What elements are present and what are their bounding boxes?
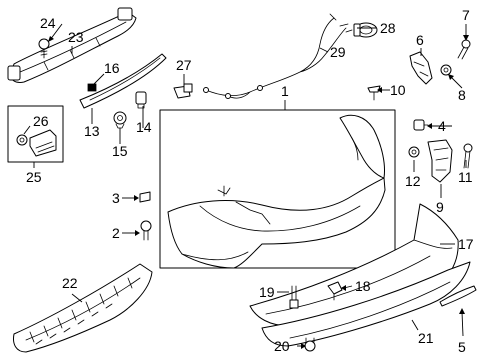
bumper-cover-lower-edge — [181, 251, 249, 261]
callout-26: 26 — [33, 113, 49, 129]
beam-inner-edge — [19, 21, 127, 73]
callout-25: 25 — [26, 169, 42, 185]
clip-4-icon — [413, 119, 429, 131]
screw-7-icon — [457, 39, 471, 60]
push-pin-10-icon — [367, 85, 381, 101]
callout-8: 8 — [458, 87, 466, 103]
leader-lines — [23, 23, 469, 349]
bumper-cover-group — [159, 109, 396, 269]
side-bracket-6 — [409, 51, 433, 85]
bumper-cover-side — [339, 114, 385, 179]
trim-strip-5 — [439, 285, 477, 307]
callout-22: 22 — [62, 275, 78, 291]
bracket-strip-ridge — [89, 57, 161, 101]
nut-8-icon — [440, 64, 452, 76]
callout-23: 23 — [68, 29, 84, 45]
beam-end-cap-right — [117, 7, 133, 21]
callout-12: 12 — [405, 173, 421, 189]
callout-5: 5 — [458, 339, 466, 355]
sensor-marker — [217, 185, 231, 197]
upper-reinforcement-beam — [9, 11, 137, 83]
retainer-14-icon — [135, 91, 147, 109]
callout-18: 18 — [355, 278, 371, 294]
callout-24: 24 — [40, 15, 56, 31]
bumper-cover-groove — [199, 205, 361, 232]
push-clip-15-icon — [113, 111, 127, 129]
callout-1: 1 — [281, 83, 289, 99]
callout-27: 27 — [176, 57, 192, 73]
callout-labels: 1 2 3 4 5 6 7 8 9 10 11 12 13 14 15 16 1… — [26, 7, 474, 355]
callout-10: 10 — [390, 82, 406, 98]
bracket-kit-group — [7, 105, 64, 163]
callout-21: 21 — [418, 330, 434, 346]
nut-12-icon — [408, 146, 420, 158]
clip-18-icon — [327, 281, 343, 301]
bumper-cover — [167, 177, 386, 269]
energy-absorber-22 — [13, 263, 153, 353]
bumper-cover-pocket — [235, 201, 271, 225]
bracket-25 — [29, 129, 57, 157]
callout-29: 29 — [330, 44, 346, 60]
callout-4: 4 — [438, 118, 446, 134]
callout-11: 11 — [458, 169, 473, 185]
callout-2: 2 — [112, 225, 120, 241]
bracket-strip-group — [79, 53, 167, 109]
callout-6: 6 — [416, 32, 424, 48]
callout-15: 15 — [112, 143, 128, 159]
callout-13: 13 — [84, 123, 100, 139]
lower-trim-21 — [261, 261, 471, 347]
parking-sensor-28-icon — [353, 22, 378, 38]
bumper-reference-frame — [159, 109, 396, 269]
beam-end-cap-left — [7, 65, 21, 81]
upper-reinforcement-group — [7, 7, 137, 83]
bumper-cover-contour — [351, 137, 359, 161]
callout-28: 28 — [380, 20, 396, 36]
callout-7: 7 — [462, 7, 470, 23]
bolt-24-icon — [38, 38, 50, 59]
clip-3-icon — [139, 191, 151, 203]
callout-9: 9 — [436, 199, 444, 215]
callout-14: 14 — [136, 119, 152, 135]
callout-20: 20 — [274, 338, 290, 354]
clip-16-icon — [87, 83, 97, 92]
wiring-harness-29 — [205, 17, 347, 99]
nut-26-icon — [16, 134, 28, 146]
lower-valance-group — [249, 203, 477, 347]
bracket-strip-13 — [79, 53, 167, 109]
callout-16: 16 — [104, 60, 120, 76]
screw-11-icon — [463, 143, 473, 169]
bracket-9-icon — [427, 139, 453, 183]
bolt-2-icon — [140, 220, 152, 241]
bolt-19-icon — [289, 285, 299, 309]
callout-17: 17 — [458, 236, 474, 252]
callout-19: 19 — [259, 284, 275, 300]
connector-27-icon — [173, 83, 193, 99]
wiring-harness-group — [203, 13, 378, 99]
callout-3: 3 — [112, 190, 120, 206]
bracket-kit-frame — [7, 105, 64, 163]
